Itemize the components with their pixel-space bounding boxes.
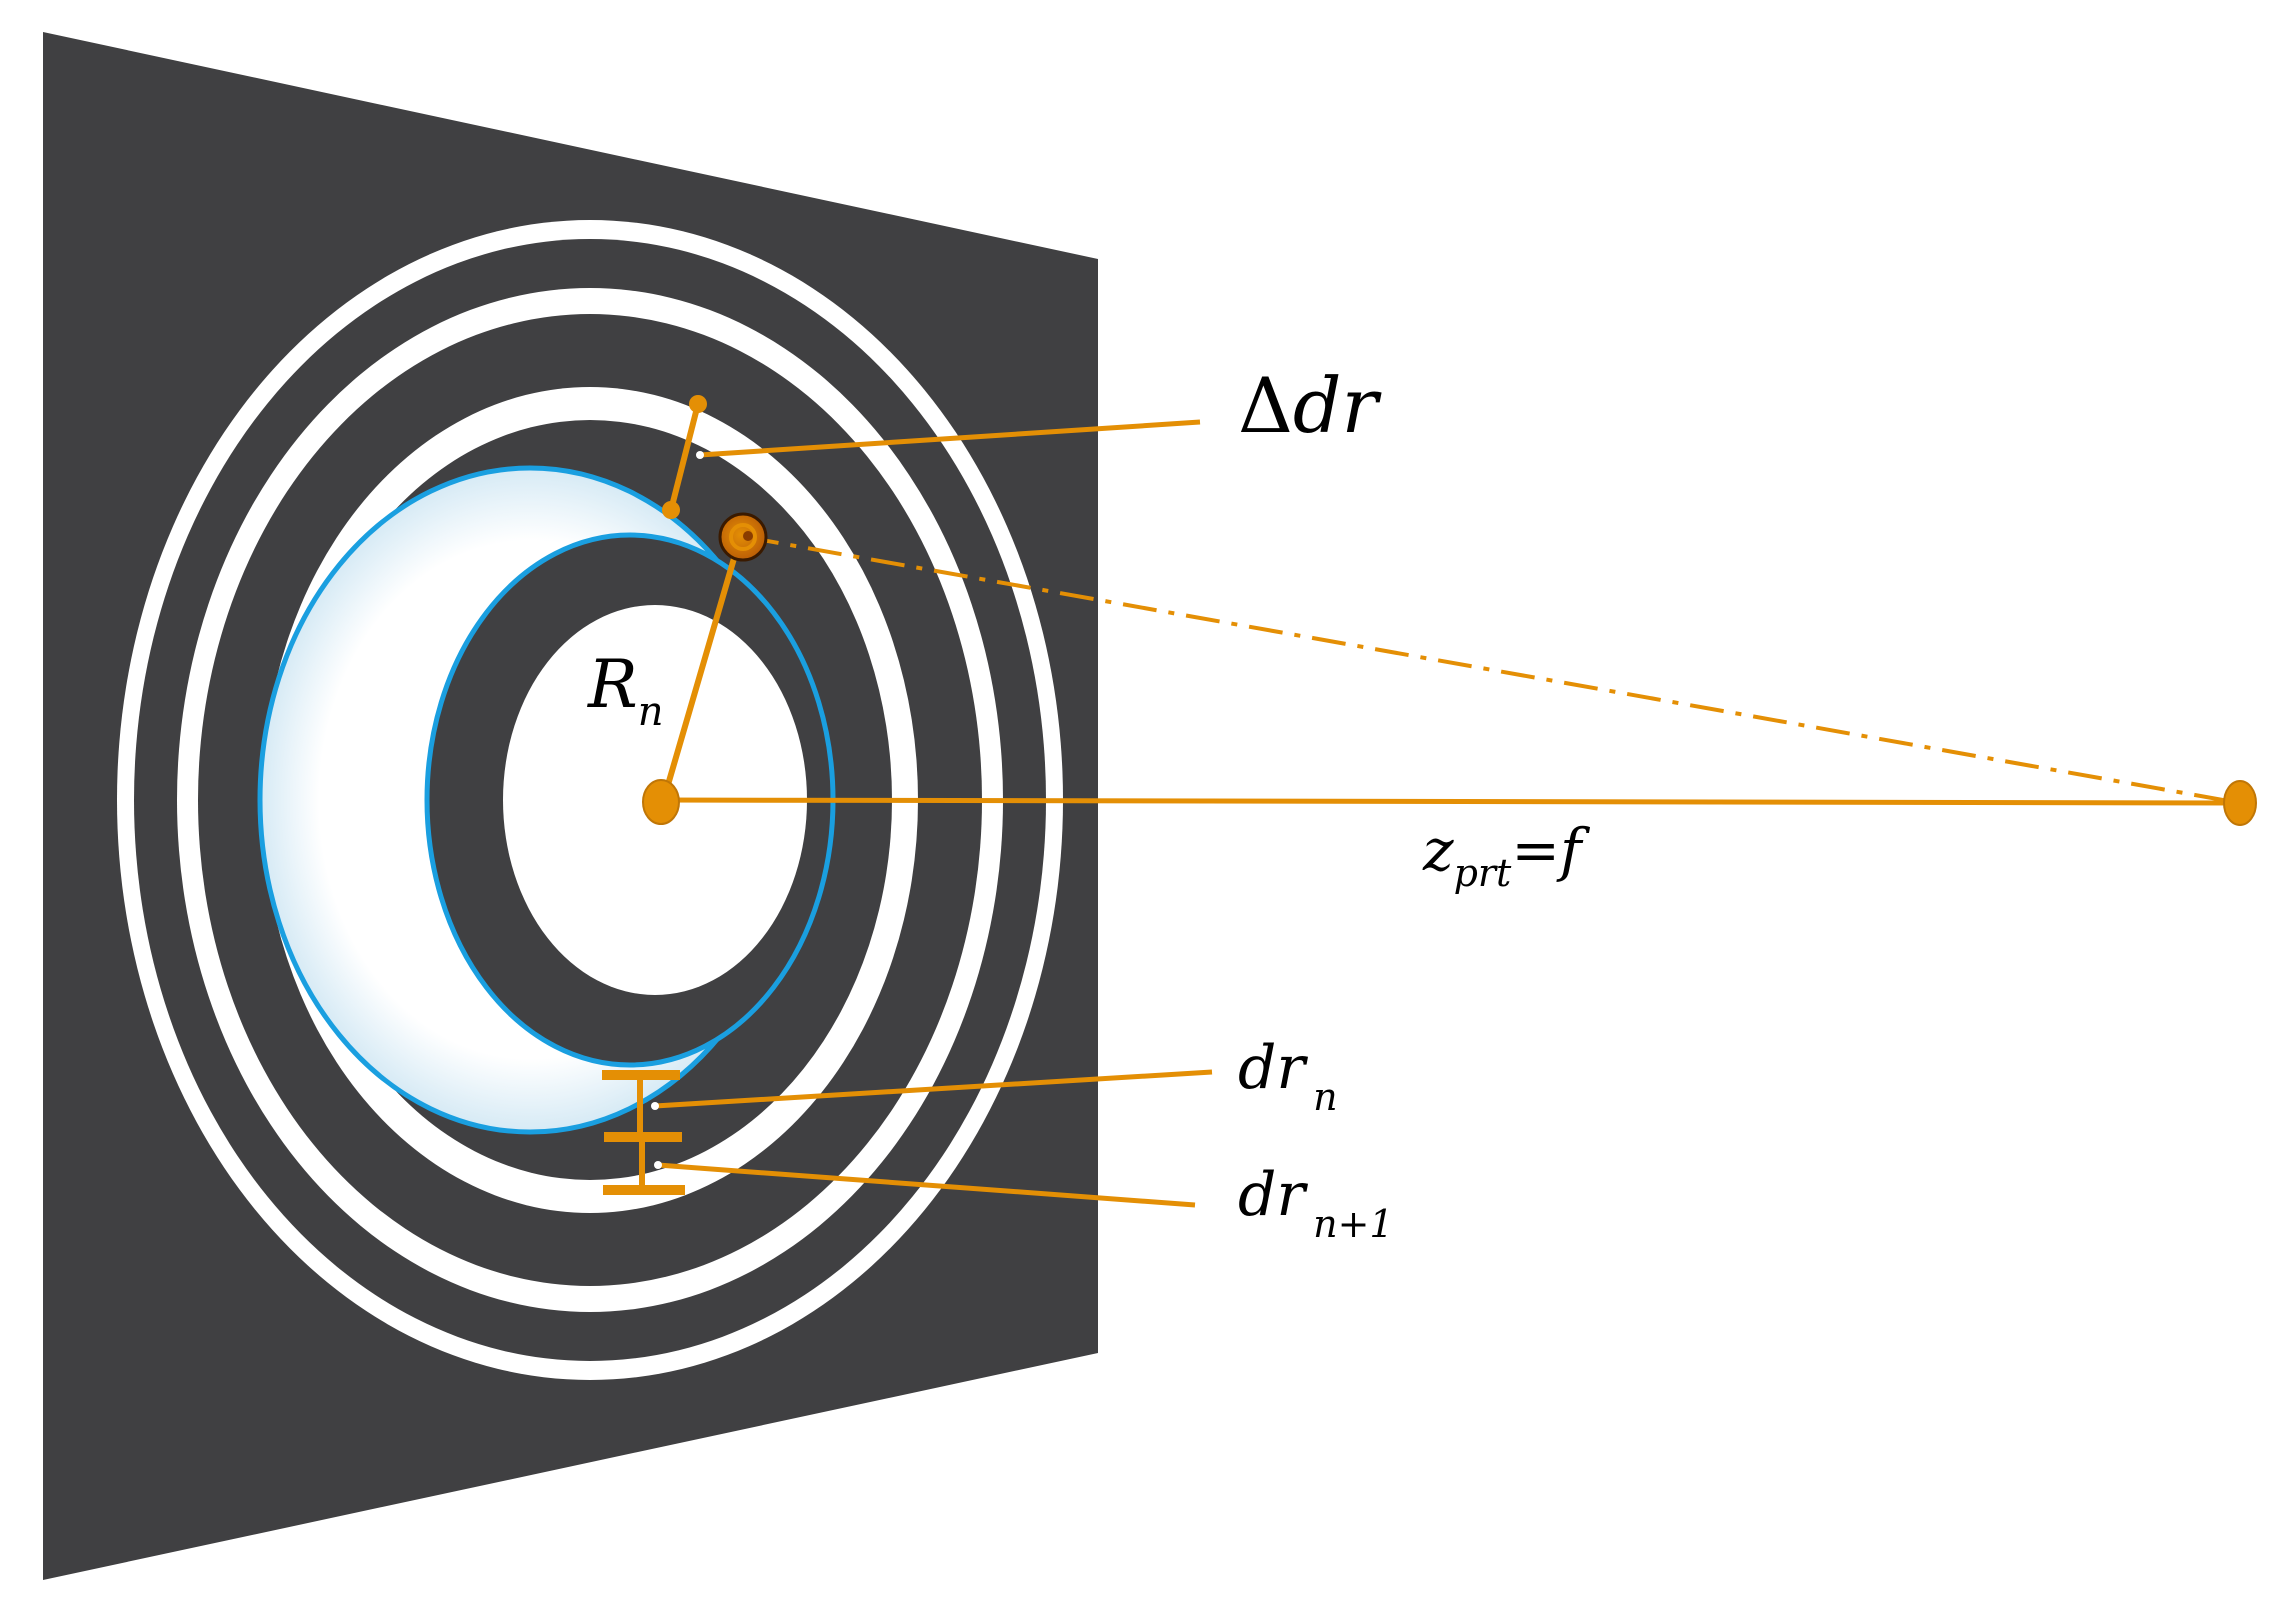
focal-axis-line bbox=[659, 797, 2241, 806]
delta-dr-label: Δdr bbox=[1238, 361, 1383, 450]
focal-point bbox=[2223, 780, 2257, 826]
zone-rings bbox=[117, 220, 1063, 1380]
radius-line bbox=[662, 554, 738, 796]
delta-dr-measure bbox=[662, 395, 1201, 519]
center-point bbox=[642, 779, 680, 825]
particle-marker bbox=[718, 512, 768, 562]
radius-label: Rn bbox=[587, 646, 663, 735]
focal-distance-label: zprt=f bbox=[1422, 816, 1591, 895]
diffraction-ray bbox=[744, 535, 2241, 805]
dr-n1-measure bbox=[603, 1137, 1196, 1208]
